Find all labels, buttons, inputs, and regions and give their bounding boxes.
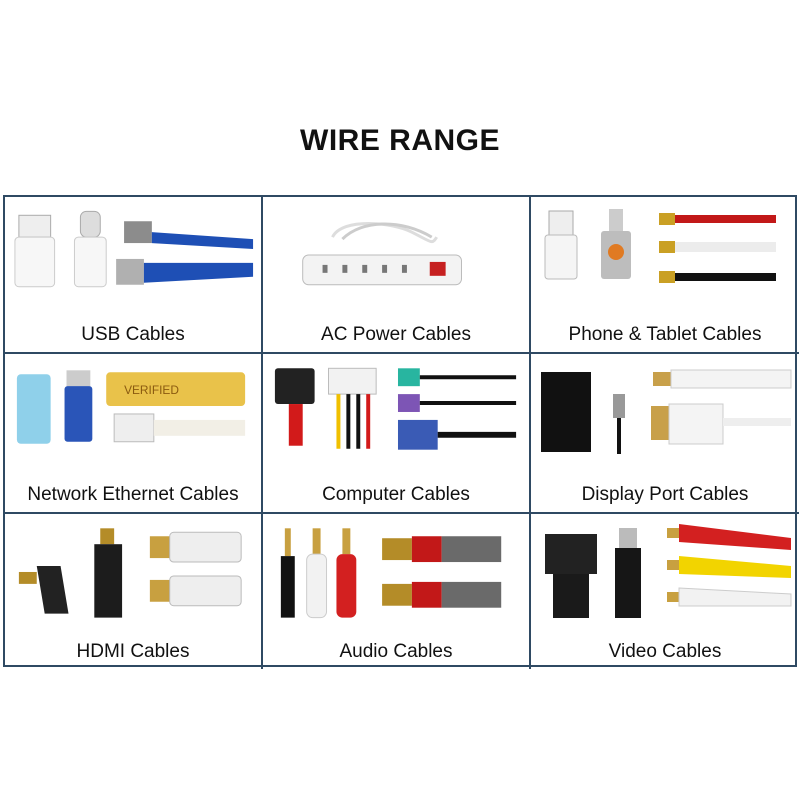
audio-cable-icon xyxy=(280,528,502,619)
usb-cable-icon xyxy=(14,210,254,288)
cable-grid: USB Cables AC Power Cables xyxy=(3,195,799,669)
cell-display-port-cables[interactable]: Display Port Cables xyxy=(531,354,799,514)
hdmi-cable-icon xyxy=(18,528,242,618)
cell-label: USB Cables xyxy=(81,324,185,345)
cell-label: Phone & Tablet Cables xyxy=(568,324,762,345)
cell-network-ethernet-cables[interactable]: VERIFIED Network Ethernet Cables xyxy=(5,354,263,514)
cell-computer-cables[interactable]: Computer Cables xyxy=(263,354,531,514)
cell-label: Computer Cables xyxy=(322,484,470,505)
cell-label: Display Port Cables xyxy=(581,484,749,505)
cell-usb-cables[interactable]: USB Cables xyxy=(5,197,263,354)
cell-label: AC Power Cables xyxy=(321,324,471,345)
phone-cable-icon xyxy=(544,209,776,283)
cell-label: Audio Cables xyxy=(339,641,453,662)
ethernet-print-text: VERIFIED xyxy=(124,383,179,397)
cell-phone-tablet-cables[interactable]: Phone & Tablet Cables xyxy=(531,197,799,354)
ethernet-cable-icon: VERIFIED xyxy=(16,370,246,444)
cell-video-cables[interactable]: Video Cables xyxy=(531,514,799,669)
page-title: WIRE RANGE xyxy=(300,124,500,157)
computer-cable-icon xyxy=(274,367,517,450)
cell-label: Network Ethernet Cables xyxy=(27,484,239,505)
cell-hdmi-cables[interactable]: HDMI Cables xyxy=(5,514,263,669)
power-strip-icon xyxy=(302,221,463,286)
cell-label: Video Cables xyxy=(608,641,722,662)
video-cable-icon xyxy=(545,524,792,618)
cell-ac-power-cables[interactable]: AC Power Cables xyxy=(263,197,531,354)
cell-label: HDMI Cables xyxy=(76,641,190,662)
cell-audio-cables[interactable]: Audio Cables xyxy=(263,514,531,669)
displayport-cable-icon xyxy=(541,369,792,454)
